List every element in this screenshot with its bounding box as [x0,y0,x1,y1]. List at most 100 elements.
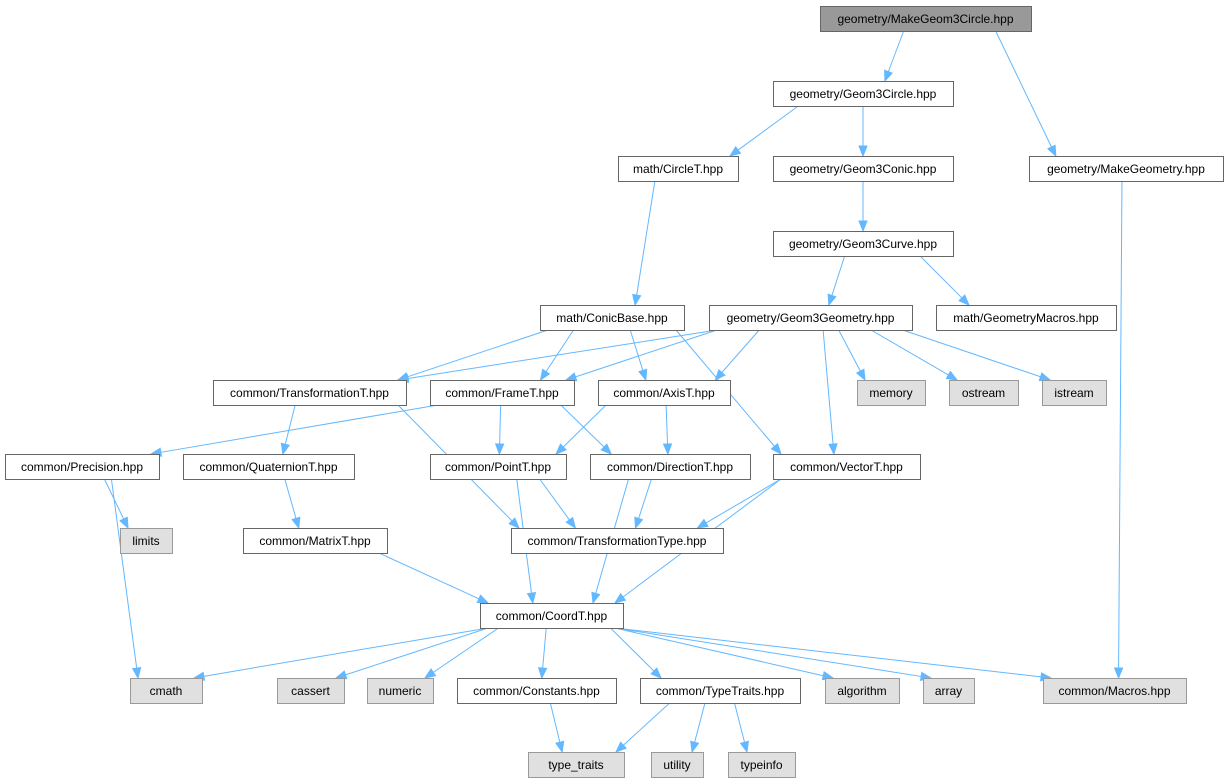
edge-n6-n8 [831,255,846,296]
arrowhead [696,518,709,529]
node-label: common/PointT.hpp [445,460,551,474]
arrowhead [728,145,742,157]
arrowhead [564,372,578,382]
edge-n7-n10 [407,329,549,378]
node-box [1043,678,1187,704]
node-common-transformationtype-hpp[interactable]: common/TransformationType.hpp [511,528,724,554]
node-label: numeric [379,684,422,698]
node-label: common/AxisT.hpp [613,386,715,400]
edge-n20-n23 [705,478,782,524]
node-box [773,454,921,480]
nodes-layer: geometry/MakeGeom3Circle.hpp geometry/Geo… [5,6,1224,778]
node-box [243,528,388,554]
node-box [130,678,203,704]
node-label: common/FrameT.hpp [445,386,559,400]
node-common-typetraits-hpp[interactable]: common/TypeTraits.hpp [640,678,801,704]
node-box [120,528,173,554]
edge-n24-n29 [610,627,655,672]
node-label: common/DirectionT.hpp [607,460,733,474]
edge-n8-n15 [902,329,1041,378]
node-common-quaterniont-hpp[interactable]: common/QuaternionT.hpp [183,454,355,480]
node-geometry-geom3circle-hpp[interactable]: geometry/Geom3Circle.hpp [773,81,954,107]
edge-n22-n24 [378,552,480,600]
edge-n10-n17 [284,404,296,445]
node-label: common/QuaternionT.hpp [199,460,337,474]
node-label: type_traits [548,758,603,772]
arrowhead [508,517,520,529]
arrowhead [119,516,129,530]
arrowhead [423,668,437,679]
arrowhead [291,516,301,530]
node-memory: memory [857,380,926,406]
arrowhead [555,740,565,754]
node-label: array [935,684,962,698]
edge-n1-n2 [887,30,905,72]
node-label: geometry/Geom3Circle.hpp [790,87,937,101]
node-box [480,603,624,629]
node-common-directiont-hpp[interactable]: common/DirectionT.hpp [590,454,751,480]
node-box [651,752,704,778]
node-common-vectort-hpp[interactable]: common/VectorT.hpp [773,454,921,480]
edge-n17-n22 [284,478,297,519]
node-common-transformationt-hpp[interactable]: common/TransformationT.hpp [213,380,407,406]
edge-n28-n33 [549,702,561,743]
node-geometry-makegeom3circle-hpp[interactable]: geometry/MakeGeom3Circle.hpp [820,6,1032,32]
node-common-framet-hpp[interactable]: common/FrameT.hpp [430,380,575,406]
arrowhead [494,443,505,456]
node-box [936,305,1117,331]
arrowhead [334,670,348,680]
edge-n24-n28 [542,627,547,669]
arrowhead [565,516,577,530]
arrowhead [690,740,700,754]
edge-n29-n35 [734,702,745,743]
arrowhead [537,667,548,680]
node-box [183,454,355,480]
node-common-coordt-hpp[interactable]: common/CoordT.hpp [480,603,624,629]
node-geometry-geom3curve-hpp[interactable]: geometry/Geom3Curve.hpp [773,231,954,257]
node-common-constants-hpp[interactable]: common/Constants.hpp [457,678,617,704]
node-geometry-geom3conic-hpp[interactable]: geometry/Geom3Conic.hpp [773,156,954,182]
edge-n6-n9 [919,255,963,299]
node-box [540,305,685,331]
edge-n24-n31 [614,627,922,677]
node-box [213,380,407,406]
node-box [773,81,954,107]
arrowhead [1113,667,1124,680]
node-ostream: ostream [949,380,1019,406]
node-common-axist-hpp[interactable]: common/AxisT.hpp [598,380,731,406]
node-geometry-geom3geometry-hpp[interactable]: geometry/Geom3Geometry.hpp [709,305,913,331]
node-algorithm: algorithm [825,678,900,704]
node-geometry-makegeometry-hpp[interactable]: geometry/MakeGeometry.hpp [1029,156,1224,182]
edge-n8-n12 [721,329,760,373]
node-common-pointt-hpp[interactable]: common/PointT.hpp [430,454,567,480]
node-label: geometry/MakeGeom3Circle.hpp [837,12,1013,26]
edge-n11-n19 [560,404,605,448]
arrowhead [280,442,291,456]
node-math-conicbase-hpp[interactable]: math/ConicBase.hpp [540,305,685,331]
node-math-geometrymacros-hpp[interactable]: math/GeometryMacros.hpp [936,305,1117,331]
node-label: common/Precision.hpp [21,460,143,474]
edge-n29-n34 [694,702,706,743]
node-cmath: cmath [130,678,203,704]
arrowhead [638,368,648,382]
arrowhead [858,220,868,233]
node-common-matrixt-hpp[interactable]: common/MatrixT.hpp [243,528,388,554]
edge-n8-n10 [407,329,718,379]
arrowhead [945,370,959,381]
node-label: common/MatrixT.hpp [259,534,371,548]
arrowhead [739,740,749,754]
node-label: geometry/MakeGeometry.hpp [1047,162,1205,176]
node-label: geometry/Geom3Geometry.hpp [727,311,895,325]
node-box [857,380,926,406]
edge-n5-n32 [1118,180,1123,669]
arrowhead [650,667,662,679]
arrowhead [131,666,142,680]
arrowhead [1047,144,1057,158]
edge-n7-n11 [545,329,574,372]
node-box [367,678,434,704]
node-common-precision-hpp[interactable]: common/Precision.hpp [5,454,160,480]
arrowhead [634,516,644,530]
node-label: cassert [291,684,330,698]
node-math-circlet-hpp[interactable]: math/CircleT.hpp [618,156,739,182]
node-typeinfo: typeinfo [728,752,796,778]
